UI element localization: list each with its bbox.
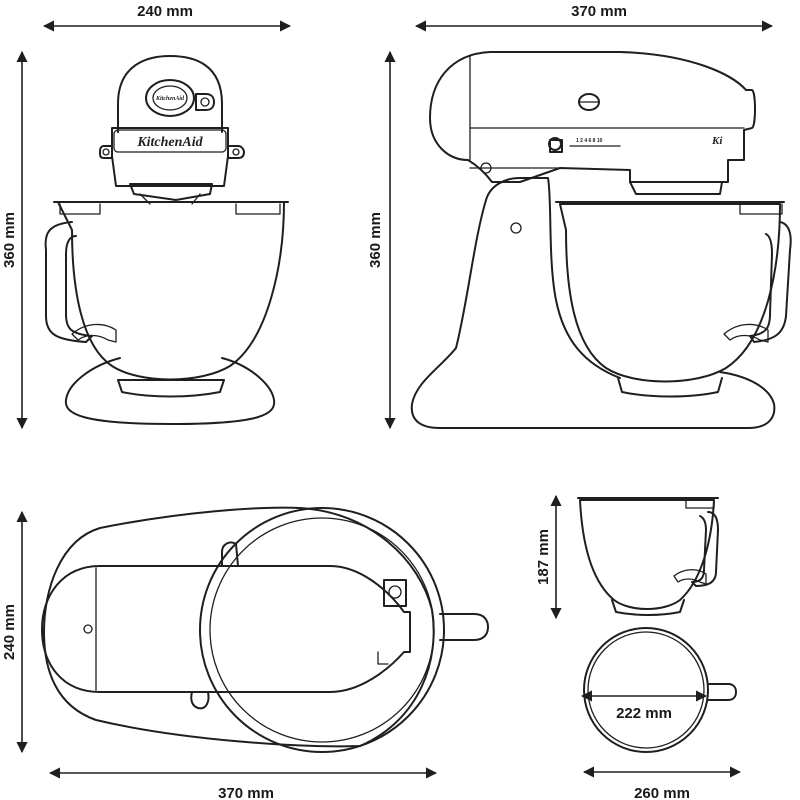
front-base [64, 357, 276, 425]
bowl-body [579, 499, 715, 610]
front-right-knob-center [232, 148, 240, 156]
front-left-knob [99, 145, 113, 159]
top-front-knob [221, 541, 239, 567]
front-beater-hub [129, 183, 213, 201]
bowl-top-inner [587, 631, 705, 749]
top-rear-knob [190, 691, 210, 710]
front-bowl-rim-clips [59, 203, 281, 215]
dimension-label: 370 mm [218, 785, 274, 800]
side-brand-logo: Ki [711, 135, 723, 147]
side-beater-hub [629, 181, 723, 195]
top-bowl-handle [439, 613, 489, 641]
bowl-side-view [577, 497, 719, 616]
dimension-label: 240 mm [137, 3, 193, 20]
dimension-label: 187 mm [535, 529, 552, 585]
side-speed-marks: 1 2 4 6 8 10 [576, 138, 603, 144]
side-handle-grip [723, 323, 769, 343]
front-motor-head [117, 55, 223, 133]
front-attachment-hub [145, 79, 195, 117]
front-knob-center [200, 97, 210, 107]
dimension-side-width: 370 mm [414, 3, 774, 32]
dimension-label: 360 mm [1, 212, 18, 268]
side-speed-knob [548, 137, 562, 151]
dimension-bowl-height: 187 mm [535, 494, 562, 620]
side-bowl-handle [749, 221, 792, 343]
front-bowl-handle [44, 221, 93, 343]
bowl-rim-clip [685, 499, 715, 509]
front-logo-plate [113, 129, 227, 153]
top-attachment-knob-center [388, 585, 402, 599]
dimension-front-height: 360 mm [1, 50, 28, 430]
mixer-side-view: 1 2 4 6 8 10 Ki [410, 51, 792, 429]
bowl-top-outline [583, 627, 709, 753]
top-motor-head [41, 565, 411, 693]
side-base [410, 199, 776, 429]
side-motor-head [429, 51, 756, 183]
bowl-top-handle [707, 683, 737, 701]
dimension-front-width: 240 mm [42, 3, 292, 32]
front-hub-detail [139, 193, 201, 205]
bowl-handle-grip [673, 569, 707, 585]
dimension-top-width: 370 mm [48, 767, 438, 800]
top-hinge-pin [83, 624, 93, 634]
mixer-front-view: KitchenAid KitchenAid [44, 55, 289, 425]
dimension-side-height: 360 mm [367, 50, 396, 430]
side-top-knob [578, 93, 600, 111]
mixer-top-view [41, 506, 489, 753]
top-base-outline [43, 506, 435, 748]
front-right-knob [227, 145, 245, 159]
dimension-bowl-width: 260 mm [582, 766, 742, 800]
top-attachment-knob [383, 579, 407, 607]
top-bowl-inner [209, 517, 435, 743]
dimension-label: 222 mm [616, 705, 672, 722]
dimension-label: 240 mm [1, 604, 18, 660]
side-hinge-pin [480, 162, 492, 174]
front-hub-inner [152, 85, 188, 111]
bowl-foot [611, 599, 685, 616]
top-neck-detail [377, 651, 389, 665]
dimension-label: 370 mm [571, 3, 627, 20]
front-hub-knob [195, 93, 215, 111]
bowl-handle [691, 511, 719, 587]
dimension-label: 260 mm [634, 785, 690, 800]
side-column [485, 177, 621, 379]
top-bowl [199, 507, 445, 753]
side-bowl-rim-clips [739, 203, 783, 215]
front-brand-logo: KitchenAid [136, 135, 203, 150]
front-bowl-foot [117, 379, 225, 398]
front-bowl [57, 201, 285, 381]
dimension-bowl-diameter: 222 mm [580, 690, 708, 722]
front-left-knob-center [102, 148, 110, 156]
side-bowl-foot [617, 377, 723, 398]
dimension-label: 360 mm [367, 212, 384, 268]
dimension-top-depth: 240 mm [1, 510, 28, 754]
side-head-band [469, 127, 745, 169]
front-small-logo: KitchenAid [155, 96, 185, 102]
front-handle-grip [71, 323, 117, 343]
side-tilt-lock [510, 222, 522, 234]
bowl-top-view [583, 627, 737, 753]
side-bowl [559, 203, 781, 383]
